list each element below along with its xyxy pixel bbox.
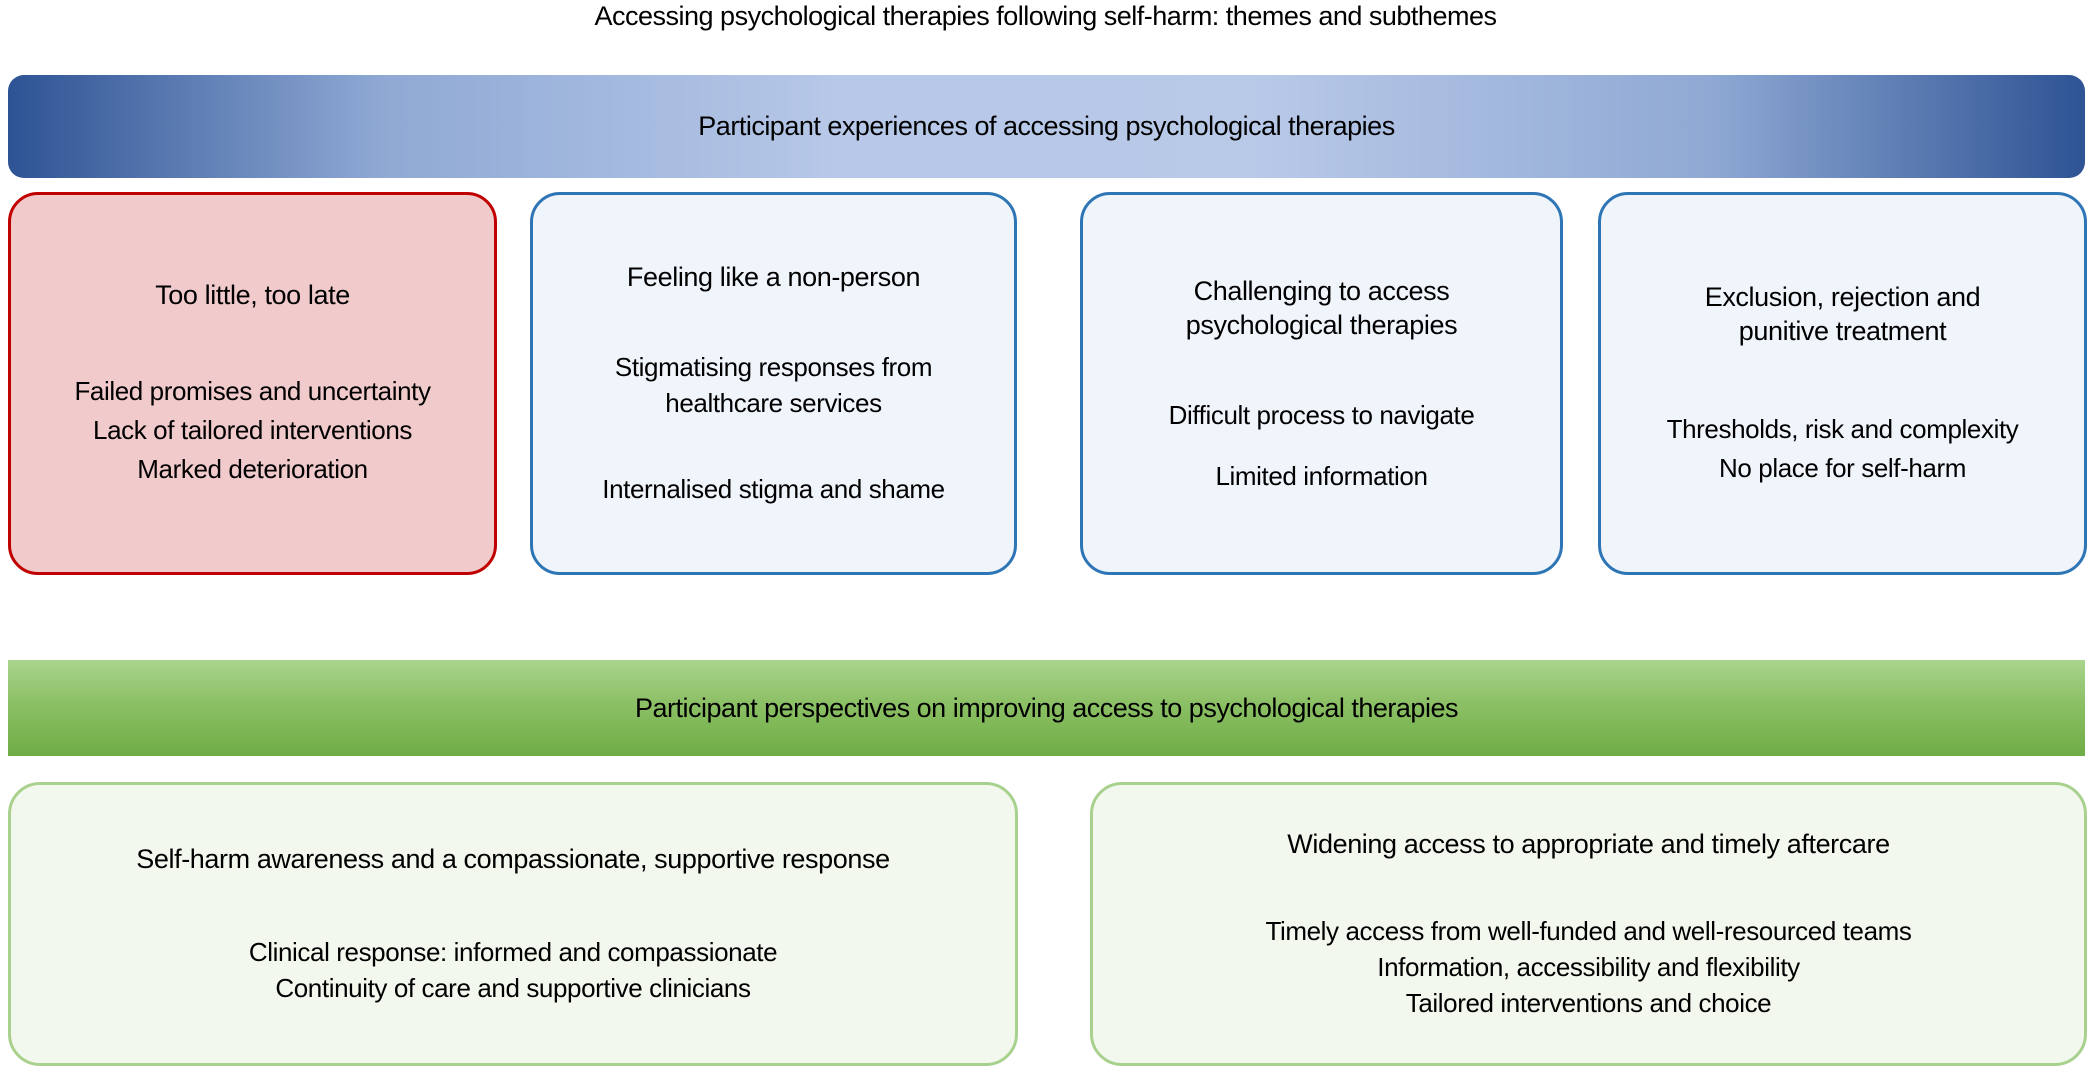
improvement-title: Widening access to appropriate and timel… [1287, 829, 1890, 859]
subtheme: Information, accessibility and flexibili… [1377, 952, 1800, 982]
theme-box-too-little-too-late: Too little, too late Failed promises and… [8, 192, 497, 575]
subtheme: Marked deterioration [137, 454, 368, 484]
subtheme: Difficult process to navigate [1168, 399, 1475, 430]
theme-title: Feeling like a non-person [626, 262, 921, 292]
theme-title: Too little, too late [155, 280, 350, 310]
theme-title: Exclusion, rejection and punitive treatm… [1704, 281, 1981, 346]
subtheme: Tailored interventions and choice [1405, 988, 1772, 1018]
subtheme: Internalised stigma and shame [602, 474, 945, 504]
improving-banner-label: Participant perspectives on improving ac… [635, 692, 1458, 723]
improvement-box-widening-access: Widening access to appropriate and timel… [1090, 782, 2087, 1066]
subtheme: Clinical response: informed and compassi… [248, 937, 778, 967]
experiences-banner-label: Participant experiences of accessing psy… [698, 111, 1395, 141]
subtheme: Lack of tailored interventions [93, 415, 412, 445]
subtheme: Thresholds, risk and complexity [1666, 413, 2019, 444]
theme-box-exclusion-rejection-punitive: Exclusion, rejection and punitive treatm… [1598, 192, 2087, 575]
subtheme: No place for self-harm [1719, 452, 1966, 483]
subtheme: Continuity of care and supportive clinic… [275, 973, 751, 1003]
improving-banner: Participant perspectives on improving ac… [8, 660, 2085, 756]
improvement-title: Self-harm awareness and a compassionate,… [136, 844, 890, 874]
theme-title: Challenging to access psychological ther… [1185, 275, 1458, 340]
subtheme: Stigmatising responses from healthcare s… [614, 352, 933, 418]
figure-title: Accessing psychological therapies follow… [594, 1, 1497, 31]
theme-box-challenging-to-access: Challenging to access psychological ther… [1080, 192, 1563, 575]
theme-box-feeling-like-a-non-person: Feeling like a non-person Stigmatising r… [530, 192, 1017, 575]
subtheme: Timely access from well-funded and well-… [1265, 916, 1912, 946]
subtheme: Limited information [1215, 460, 1428, 491]
improvement-box-awareness-compassionate-response: Self-harm awareness and a compassionate,… [8, 782, 1018, 1066]
subtheme: Failed promises and uncertainty [74, 376, 431, 406]
experiences-banner: Participant experiences of accessing psy… [8, 75, 2085, 178]
